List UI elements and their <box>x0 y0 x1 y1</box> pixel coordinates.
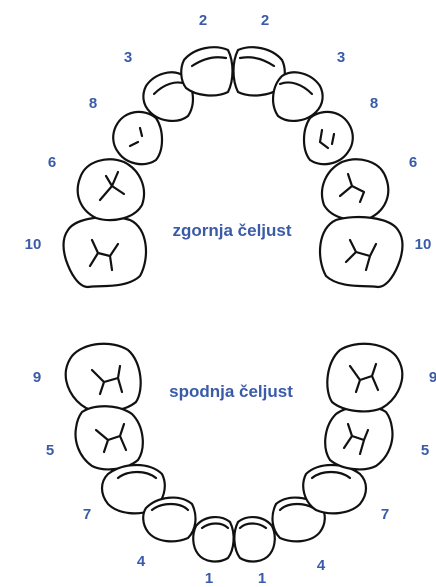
lower-number-label: 4 <box>137 553 146 570</box>
lower-number-label: 5 <box>46 442 54 459</box>
lower-number-label: 7 <box>83 506 91 523</box>
upper-left-central-incisor <box>181 47 232 95</box>
upper-right-premolar <box>304 112 353 164</box>
upper-number-label: 2 <box>199 12 207 29</box>
lower-number-label: 9 <box>429 369 436 386</box>
upper-number-label: 8 <box>370 95 378 112</box>
upper-number-label: 2 <box>261 12 269 29</box>
upper-number-label: 8 <box>89 95 97 112</box>
lower-left-first-molar <box>76 406 143 469</box>
lower-number-label: 7 <box>381 506 389 523</box>
lower-number-label: 1 <box>205 570 213 587</box>
lower-number-label: 1 <box>258 570 266 587</box>
upper-left-second-molar <box>64 217 146 287</box>
upper-jaw-title: zgornja čeljust <box>172 221 291 240</box>
upper-number-label: 6 <box>48 154 56 171</box>
lower-jaw <box>66 344 403 562</box>
lower-number-label: 5 <box>421 442 429 459</box>
lower-jaw-title: spodnja čeljust <box>169 382 293 401</box>
upper-left-first-molar <box>78 159 144 220</box>
upper-number-label: 10 <box>415 236 432 253</box>
jaw-titles: zgornja čeljust spodnja čeljust <box>169 221 293 401</box>
upper-number-label: 6 <box>409 154 417 171</box>
lower-left-second-molar <box>66 344 141 412</box>
upper-number-label: 3 <box>124 49 132 66</box>
upper-jaw <box>64 47 403 287</box>
upper-right-first-molar <box>322 159 388 220</box>
upper-right-second-molar <box>320 217 402 287</box>
upper-number-label: 10 <box>25 236 42 253</box>
upper-left-premolar <box>113 112 162 164</box>
lower-number-label: 9 <box>33 369 41 386</box>
lower-number-label: 4 <box>317 557 326 574</box>
upper-number-label: 3 <box>337 49 345 66</box>
